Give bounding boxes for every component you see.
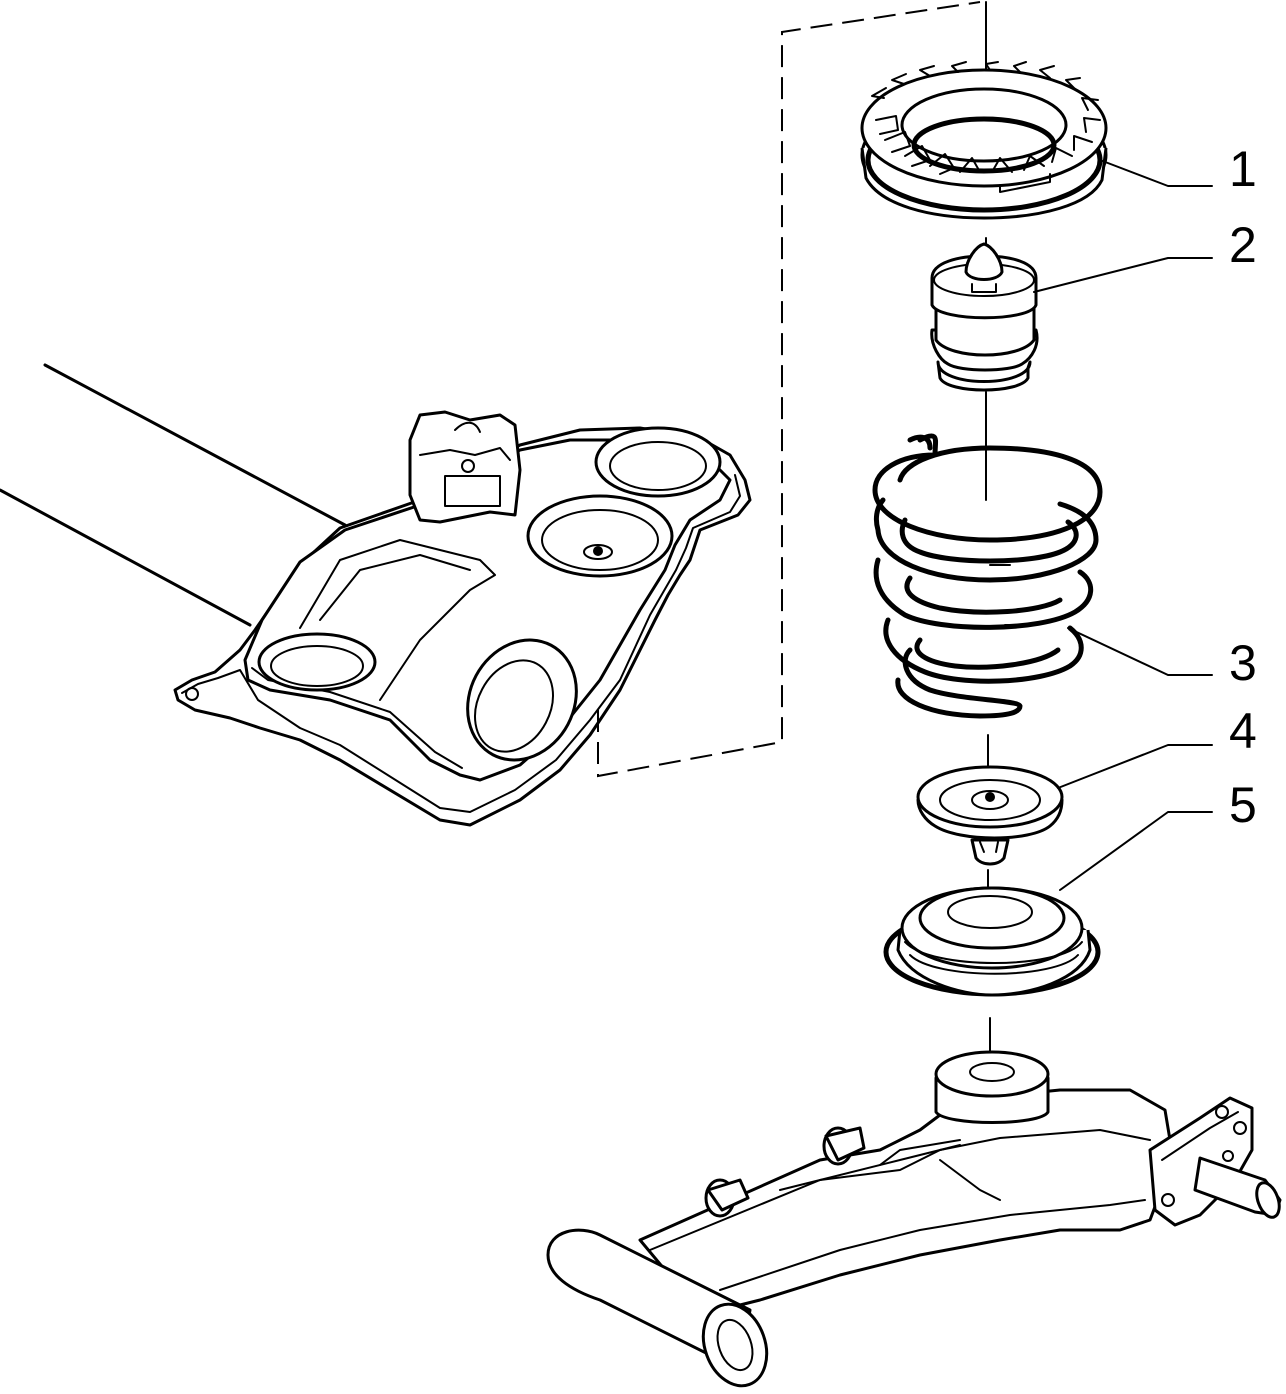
leader-2 [1033, 257, 1213, 293]
leader-4 [1057, 744, 1213, 789]
mount-hole-left [257, 632, 377, 692]
bump-stop [930, 242, 1039, 392]
callout-2: 2 [1229, 217, 1257, 273]
bushing-end [466, 638, 578, 762]
callout-leaders [1033, 159, 1213, 891]
callout-1: 1 [1229, 141, 1257, 197]
lower-insulator [916, 765, 1064, 866]
alignment-leader [597, 1, 981, 778]
mount-hole-top [594, 426, 722, 498]
coil-spring [872, 433, 1103, 719]
crossmember-assembly [0, 1, 981, 827]
bracket-block [408, 410, 522, 524]
leader-5 [1059, 811, 1213, 891]
leader-3 [1067, 627, 1213, 676]
callout-4: 4 [1229, 703, 1257, 759]
leader-1 [1099, 159, 1213, 187]
callout-labels: 1 2 3 4 5 [1229, 141, 1257, 833]
spring-seat-hole [526, 494, 674, 578]
trailing-arm [546, 1050, 1282, 1388]
lower-spring-seat [883, 886, 1101, 997]
upper-mount-ring [860, 61, 1108, 220]
callout-3: 3 [1229, 635, 1257, 691]
callout-5: 5 [1229, 777, 1257, 833]
